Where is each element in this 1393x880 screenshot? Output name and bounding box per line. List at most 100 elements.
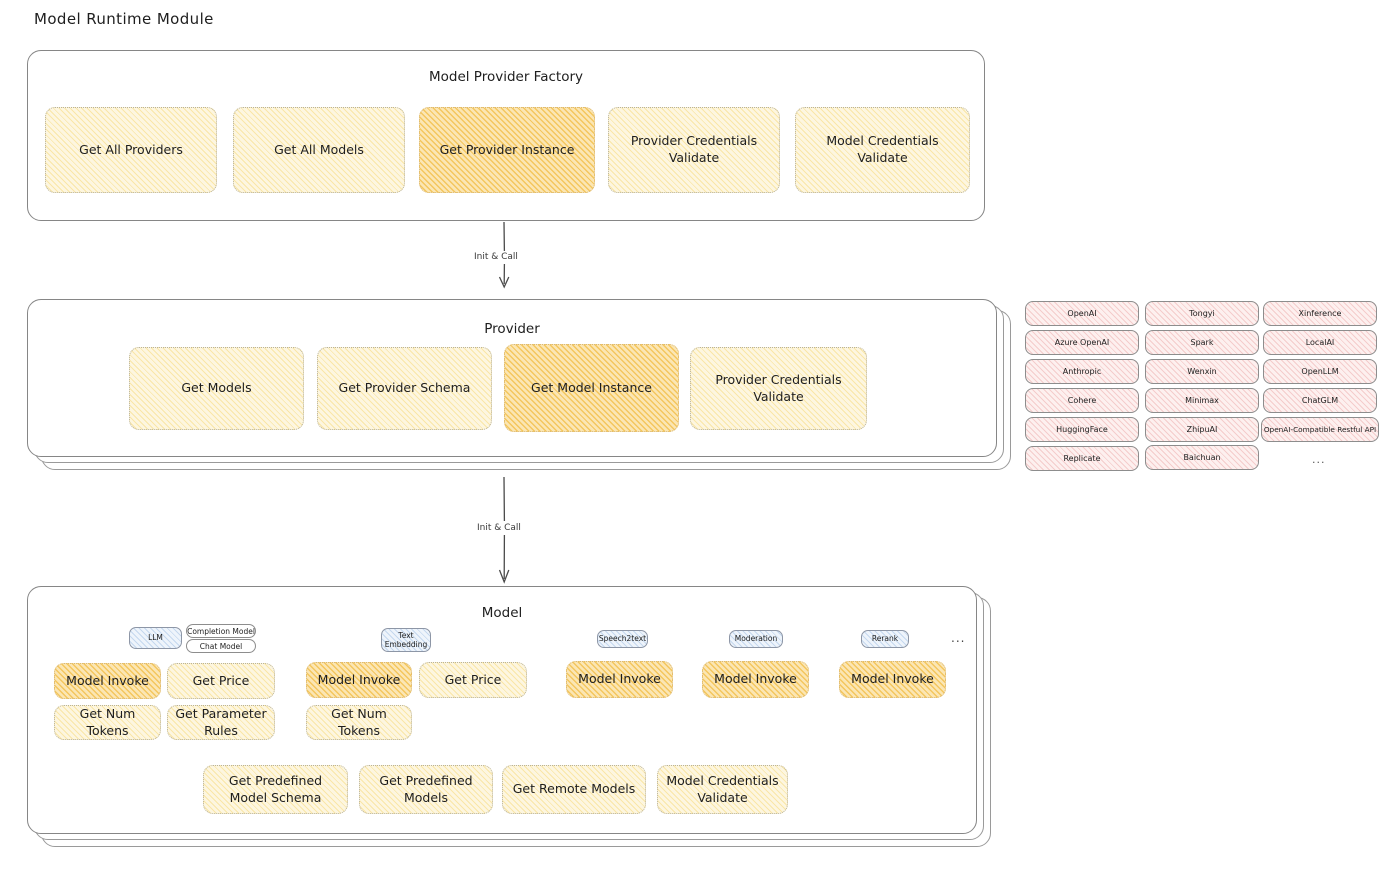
provider-method-label: Provider Credentials Validate: [715, 371, 842, 404]
provider-chip-openai-compatible-restful-api[interactable]: OpenAI-Compatible Restful API: [1261, 417, 1379, 442]
provider-chip-label: Xinference: [1298, 309, 1342, 318]
provider-chip-replicate[interactable]: Replicate: [1025, 446, 1139, 471]
provider-chip-label: OpenAI-Compatible Restful API: [1263, 425, 1377, 434]
model-subtype-badge-chat-model[interactable]: Chat Model: [186, 639, 256, 653]
llm-method-model-invoke[interactable]: Model Invoke: [54, 663, 161, 699]
factory-method-model-credentials-validate[interactable]: Model Credentials Validate: [795, 107, 970, 193]
provider-chip-localai[interactable]: LocalAI: [1263, 330, 1377, 355]
provider-method-label: Get Models: [181, 380, 252, 396]
provider-chip-label: ChatGLM: [1301, 396, 1339, 405]
arrow-factory-to-provider: [498, 221, 510, 289]
text-embedding-method-model-invoke[interactable]: Model Invoke: [306, 662, 412, 698]
model-title: Model: [481, 605, 523, 621]
model-method-model-credentials-validate[interactable]: Model Credentials Validate: [657, 765, 788, 814]
provider-method-get-model-instance[interactable]: Get Model Instance: [504, 344, 679, 432]
llm-method-get-price[interactable]: Get Price: [167, 663, 275, 699]
provider-list-more: ...: [1312, 453, 1326, 466]
factory-method-label: Get All Providers: [79, 141, 183, 157]
provider-chip-label: Spark: [1190, 338, 1214, 347]
model-method-get-remote-models[interactable]: Get Remote Models: [502, 765, 646, 814]
provider-chip-minimax[interactable]: Minimax: [1145, 388, 1259, 413]
model-method-label: Get Remote Models: [512, 781, 636, 797]
provider-chip-label: Tongyi: [1189, 309, 1215, 318]
provider-chip-spark[interactable]: Spark: [1145, 330, 1259, 355]
page-title: Model Runtime Module: [34, 10, 214, 28]
provider-chip-openai[interactable]: OpenAI: [1025, 301, 1139, 326]
factory-method-label: Provider Credentials Validate: [630, 133, 758, 165]
provider-chip-baichuan[interactable]: Baichuan: [1145, 445, 1259, 470]
text-embedding-method-label: Get Price: [444, 671, 502, 687]
provider-chip-label: Cohere: [1067, 396, 1097, 405]
model-type-badge-label: Text Embedding: [384, 630, 428, 649]
model-type-badge-label: Rerank: [871, 634, 899, 644]
provider-chip-cohere[interactable]: Cohere: [1025, 388, 1139, 413]
moderation-method-model-invoke[interactable]: Model Invoke: [702, 661, 809, 698]
factory-method-label: Model Credentials Validate: [826, 133, 939, 165]
model-method-label: Get Predefined Models: [379, 772, 473, 805]
llm-method-label: Get Price: [192, 672, 250, 688]
model-type-badge-moderation[interactable]: Moderation: [729, 630, 783, 648]
provider-chip-zhipuai[interactable]: ZhipuAI: [1145, 417, 1259, 442]
provider-chip-label: HuggingFace: [1056, 425, 1108, 434]
model-subtype-badge-label: Completion Model: [187, 626, 255, 636]
factory-title: Model Provider Factory: [428, 69, 583, 85]
model-type-badge-label: Speech2text: [598, 634, 647, 644]
factory-method-get-all-providers[interactable]: Get All Providers: [45, 107, 217, 193]
text-embedding-method-get-price[interactable]: Get Price: [419, 662, 527, 698]
rerank-method-label: Model Invoke: [851, 671, 934, 687]
provider-chip-label: Minimax: [1185, 396, 1219, 405]
arrow-provider-to-model: [498, 476, 510, 584]
model-method-get-predefined-model-schema[interactable]: Get Predefined Model Schema: [203, 765, 348, 814]
speech2text-method-model-invoke[interactable]: Model Invoke: [566, 661, 673, 698]
factory-method-get-provider-instance[interactable]: Get Provider Instance: [419, 107, 595, 193]
arrow-label-init-and-call-1: Init & Call: [471, 251, 521, 263]
provider-method-label: Get Model Instance: [531, 379, 652, 395]
provider-chip-label: Wenxin: [1187, 367, 1217, 376]
factory-method-provider-credentials-validate[interactable]: Provider Credentials Validate: [608, 107, 780, 193]
model-subtype-badge-label: Chat Model: [199, 641, 243, 651]
provider-chip-chatglm[interactable]: ChatGLM: [1263, 388, 1377, 413]
llm-method-label: Model Invoke: [66, 672, 149, 688]
model-type-badge-llm[interactable]: LLM: [129, 627, 182, 649]
provider-chip-azure-openai[interactable]: Azure OpenAI: [1025, 330, 1139, 355]
arrow-label-init-and-call-2: Init & Call: [474, 522, 524, 534]
llm-method-get-num-tokens[interactable]: Get Num Tokens: [54, 705, 161, 740]
llm-method-label: Get Num Tokens: [79, 705, 136, 738]
provider-method-get-provider-schema[interactable]: Get Provider Schema: [317, 347, 492, 430]
provider-chip-label: OpenAI: [1067, 309, 1097, 318]
factory-method-label: Get Provider Instance: [439, 141, 575, 157]
provider-chip-huggingface[interactable]: HuggingFace: [1025, 417, 1139, 442]
provider-chip-label: LocalAI: [1305, 338, 1335, 347]
rerank-method-model-invoke[interactable]: Model Invoke: [839, 661, 946, 698]
provider-chip-tongyi[interactable]: Tongyi: [1145, 301, 1259, 326]
text-embedding-method-label: Get Num Tokens: [331, 705, 387, 738]
model-type-badge-label: LLM: [148, 633, 163, 643]
provider-chip-wenxin[interactable]: Wenxin: [1145, 359, 1259, 384]
model-type-badge-rerank[interactable]: Rerank: [861, 630, 909, 648]
llm-method-get-parameter-rules[interactable]: Get Parameter Rules: [167, 705, 275, 740]
factory-method-label: Get All Models: [274, 141, 364, 157]
text-embedding-method-get-num-tokens[interactable]: Get Num Tokens: [306, 705, 412, 740]
provider-chip-label: Anthropic: [1062, 367, 1102, 376]
provider-method-get-models[interactable]: Get Models: [129, 347, 304, 430]
llm-method-label: Get Parameter Rules: [175, 705, 267, 738]
model-type-badge-text-embedding[interactable]: Text Embedding: [381, 628, 431, 652]
provider-method-label: Get Provider Schema: [338, 380, 471, 396]
provider-chip-xinference[interactable]: Xinference: [1263, 301, 1377, 326]
model-types-more: ...: [951, 631, 966, 645]
provider-chip-openllm[interactable]: OpenLLM: [1263, 359, 1377, 384]
provider-title: Provider: [484, 321, 540, 337]
factory-method-get-all-models[interactable]: Get All Models: [233, 107, 405, 193]
model-type-badge-speech2text[interactable]: Speech2text: [597, 630, 648, 648]
moderation-method-label: Model Invoke: [714, 671, 797, 687]
provider-chip-label: OpenLLM: [1301, 367, 1339, 376]
provider-chip-anthropic[interactable]: Anthropic: [1025, 359, 1139, 384]
speech2text-method-label: Model Invoke: [578, 671, 661, 687]
model-method-get-predefined-models[interactable]: Get Predefined Models: [359, 765, 493, 814]
text-embedding-method-label: Model Invoke: [317, 671, 401, 687]
model-subtype-badge-completion-model[interactable]: Completion Model: [186, 624, 256, 638]
provider-chip-label: Baichuan: [1183, 453, 1221, 462]
model-method-label: Get Predefined Model Schema: [228, 772, 323, 805]
provider-method-provider-credentials-validate[interactable]: Provider Credentials Validate: [690, 347, 867, 430]
model-type-badge-label: Moderation: [734, 634, 778, 644]
